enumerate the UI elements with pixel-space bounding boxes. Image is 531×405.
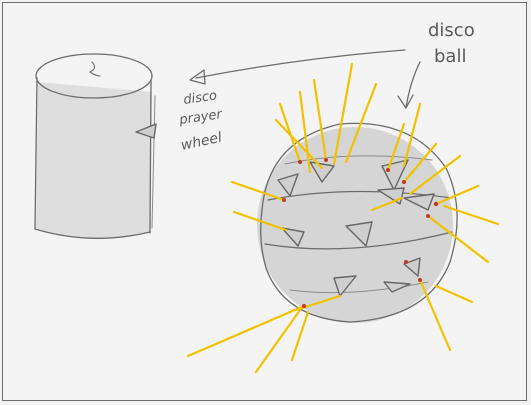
wheel-label-line-1: disco [182, 88, 218, 108]
wheel-label-line-3: wheel [180, 130, 224, 154]
ball-label-line-1: disco [428, 20, 475, 41]
wheel-arrow [190, 50, 405, 84]
wheel-label-line-2: prayer [177, 107, 224, 128]
prayer-wheel-sketch [35, 54, 156, 238]
ball-label: disco ball [398, 20, 475, 108]
ball-label-line-2: ball [434, 46, 466, 67]
wheel-label: disco prayer wheel [177, 88, 224, 154]
